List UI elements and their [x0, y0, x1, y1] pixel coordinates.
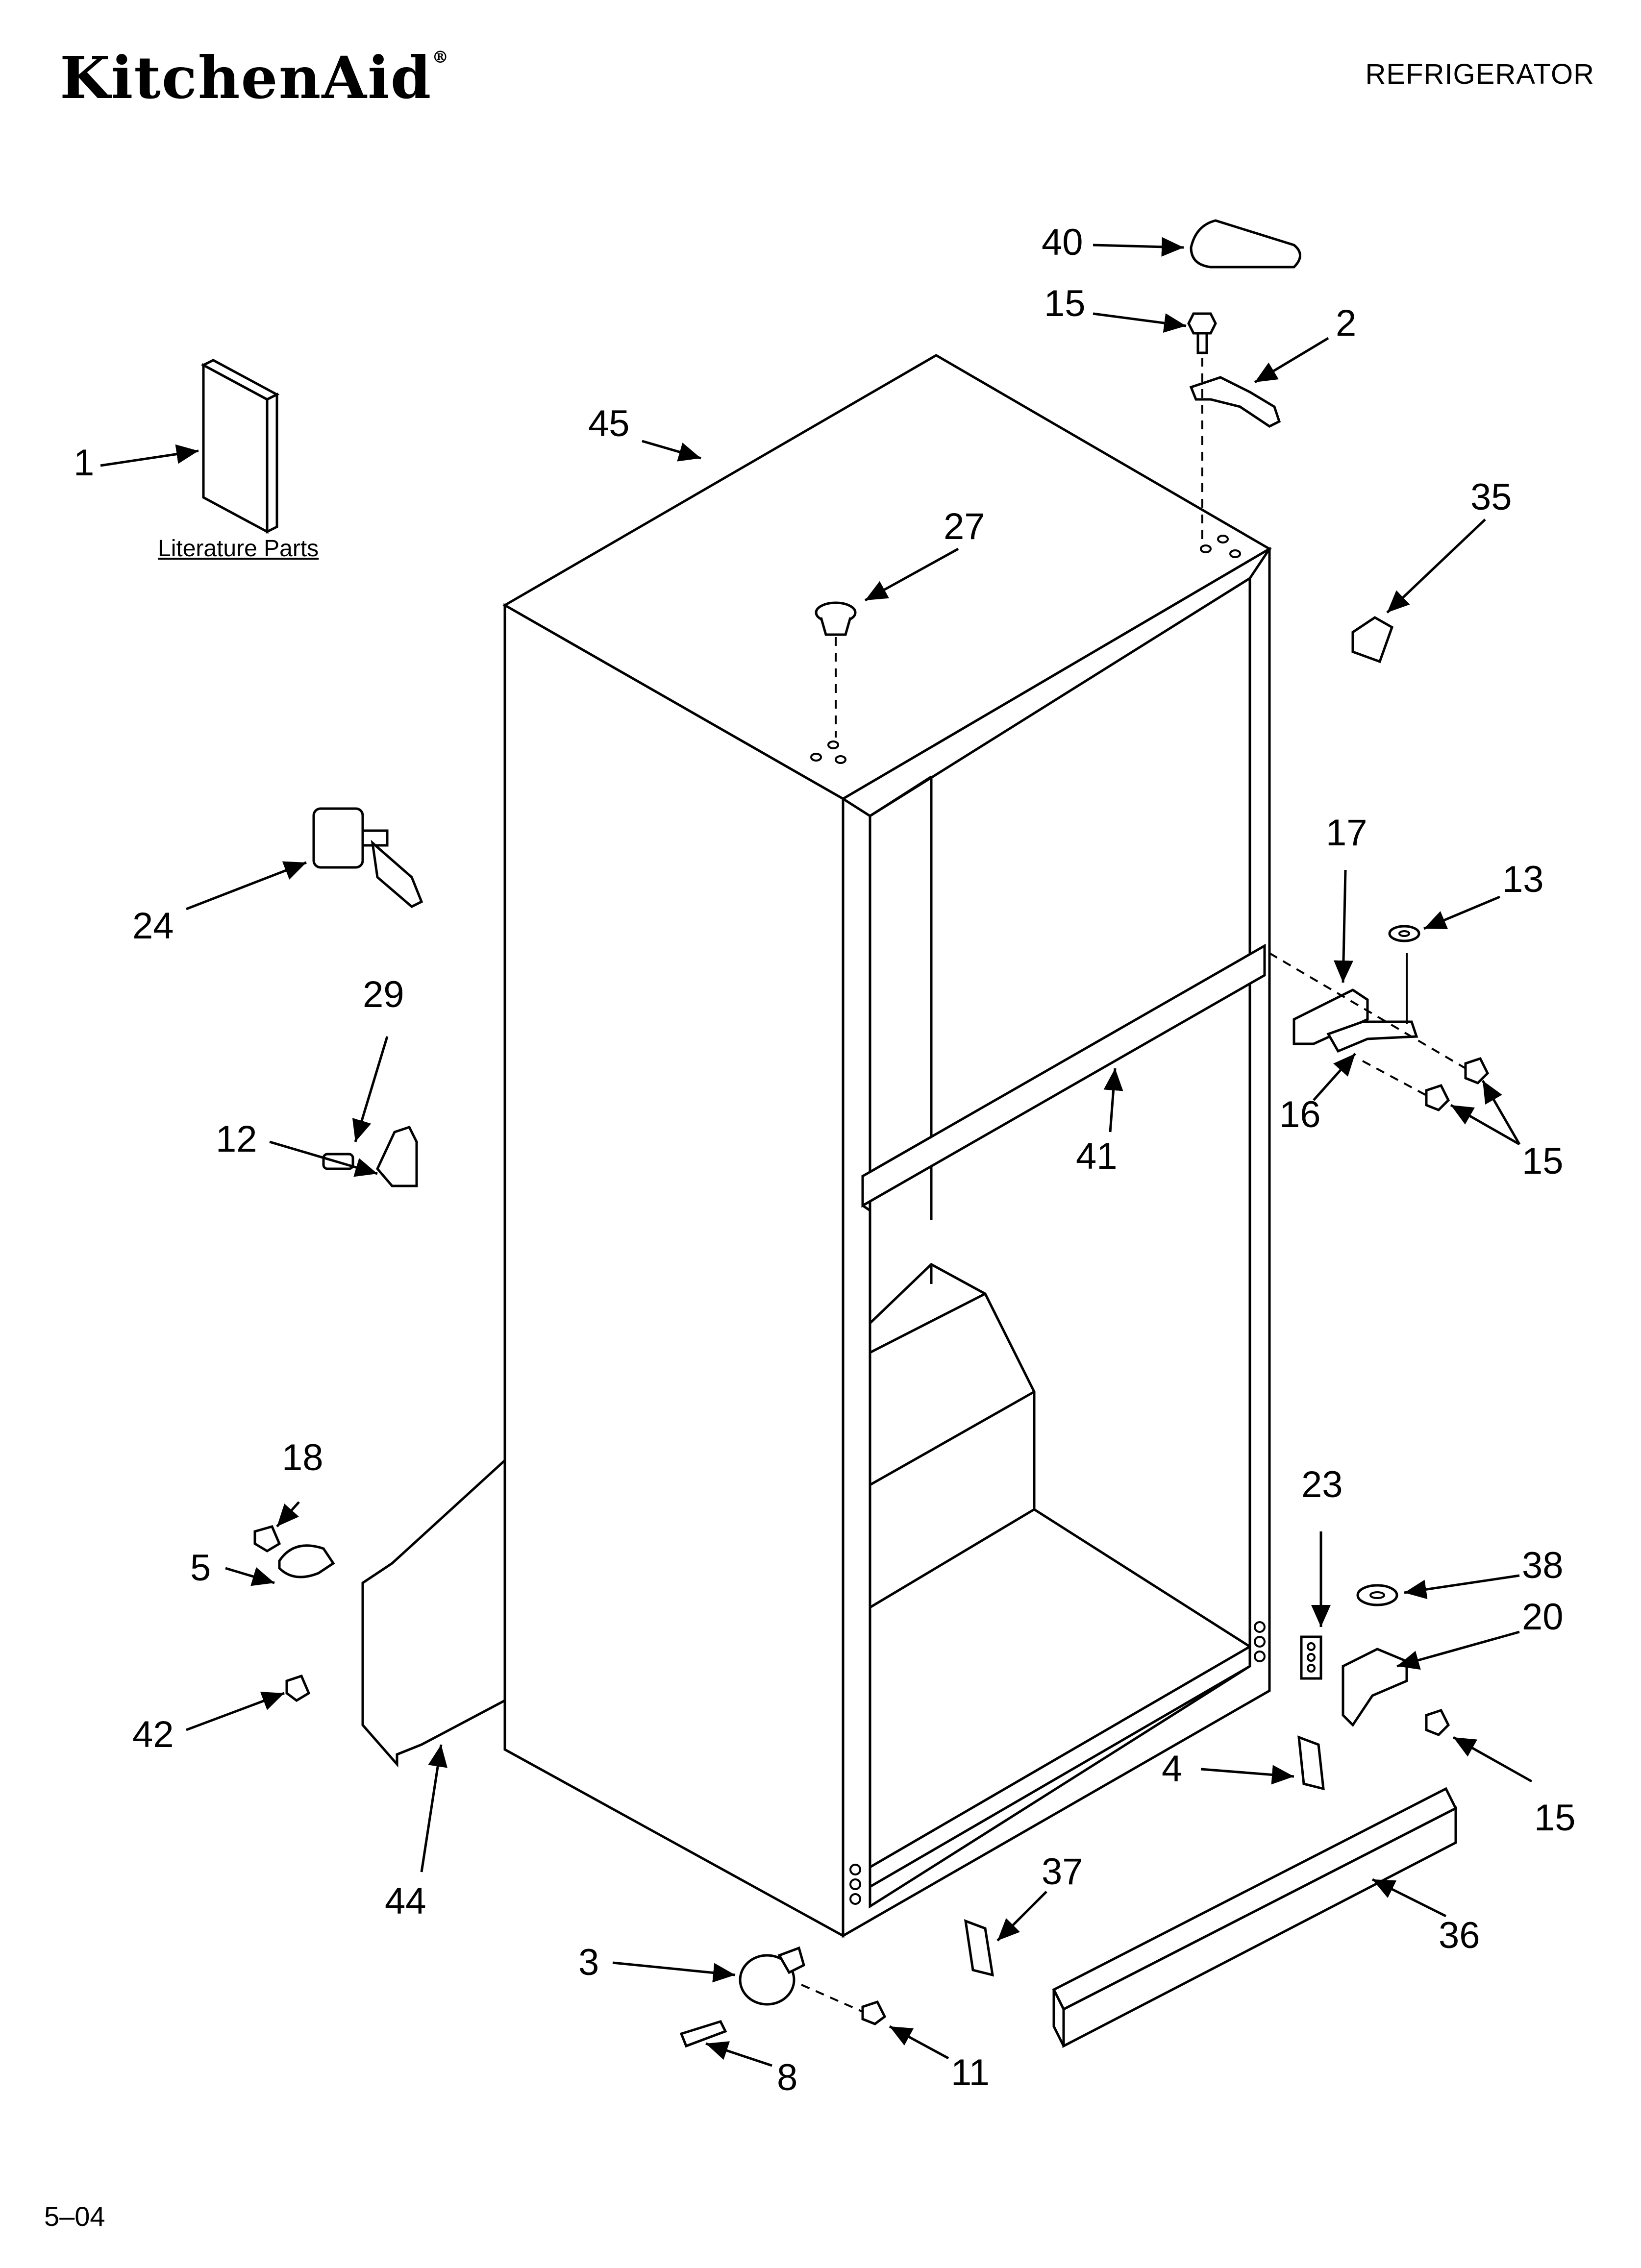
divider-rail	[861, 943, 1266, 1212]
callout-40: 40	[1042, 222, 1083, 263]
door-stop-part	[312, 807, 423, 908]
callout-15-bottom: 15	[1534, 1797, 1576, 1839]
roller-screw	[861, 2000, 887, 2025]
callout-13: 13	[1502, 859, 1544, 900]
center-screw-2	[1425, 1084, 1450, 1111]
hinge-washer-bottom	[1356, 1584, 1398, 1606]
side-access-panel	[361, 1457, 506, 1768]
callout-numbers: 1 2 3 4 5 8 11 12 13 15 15 15 16 17 18 2…	[74, 222, 1576, 2098]
callout-11: 11	[951, 2052, 990, 2094]
callout-1: 1	[74, 442, 94, 484]
callout-16: 16	[1279, 1094, 1321, 1135]
callout-2: 2	[1336, 302, 1356, 344]
refrigerator-cabinet	[502, 354, 1272, 1938]
callout-23: 23	[1301, 1464, 1343, 1505]
bracket-clip	[322, 1125, 418, 1187]
callout-17: 17	[1326, 812, 1368, 854]
bottom-hinge-screw	[1425, 1708, 1450, 1736]
callout-20: 20	[1522, 1596, 1564, 1638]
callout-27: 27	[944, 506, 985, 547]
callout-29: 29	[363, 974, 404, 1015]
clamp-part	[278, 1544, 335, 1578]
callout-42: 42	[132, 1714, 174, 1755]
hinge-bracket	[1293, 988, 1369, 1045]
clamp-screw	[253, 1525, 281, 1553]
callout-36: 36	[1439, 1915, 1480, 1956]
center-hinge	[1326, 1020, 1418, 1053]
callout-35: 35	[1470, 476, 1512, 518]
callout-8: 8	[777, 2057, 797, 2098]
callout-41: 41	[1076, 1135, 1118, 1177]
callout-24: 24	[132, 905, 174, 947]
hinge-cap	[1190, 219, 1301, 269]
top-hinge-screw	[1187, 312, 1217, 354]
shim-plate	[1300, 1635, 1322, 1680]
center-screw-1	[1464, 1057, 1490, 1085]
callout-5: 5	[190, 1547, 211, 1589]
callout-15-top: 15	[1044, 283, 1086, 324]
footer-date: 5–04	[44, 2201, 105, 2232]
callout-4: 4	[1162, 1748, 1182, 1790]
callout-3: 3	[578, 1942, 599, 1983]
callout-12: 12	[216, 1118, 257, 1160]
literature-parts-label: Literature Parts	[158, 536, 319, 562]
grille-clip-37	[964, 1919, 995, 1977]
roller-assembly	[739, 1946, 805, 2006]
brand-logo: KitchenAid®	[60, 44, 450, 112]
bottom-hinge	[1342, 1648, 1408, 1727]
callout-45: 45	[588, 403, 630, 444]
leader-lines	[100, 237, 1533, 2067]
callout-18: 18	[282, 1437, 323, 1479]
callout-15-center: 15	[1522, 1140, 1564, 1182]
top-plug	[815, 601, 857, 636]
top-hinge	[1189, 376, 1281, 428]
base-grille	[1052, 1787, 1458, 2048]
literature-parts-book	[200, 359, 280, 534]
bracket-screw	[285, 1674, 311, 1702]
hinge-washer-top	[1388, 925, 1420, 942]
callout-37: 37	[1042, 1851, 1083, 1893]
hinge-cover-part	[1351, 616, 1394, 664]
roller-pin	[679, 2020, 727, 2048]
callout-38: 38	[1522, 1545, 1564, 1586]
grille-clip-4	[1297, 1735, 1325, 1791]
page-title: REFRIGERATOR	[1365, 58, 1594, 90]
callout-44: 44	[385, 1880, 426, 1922]
